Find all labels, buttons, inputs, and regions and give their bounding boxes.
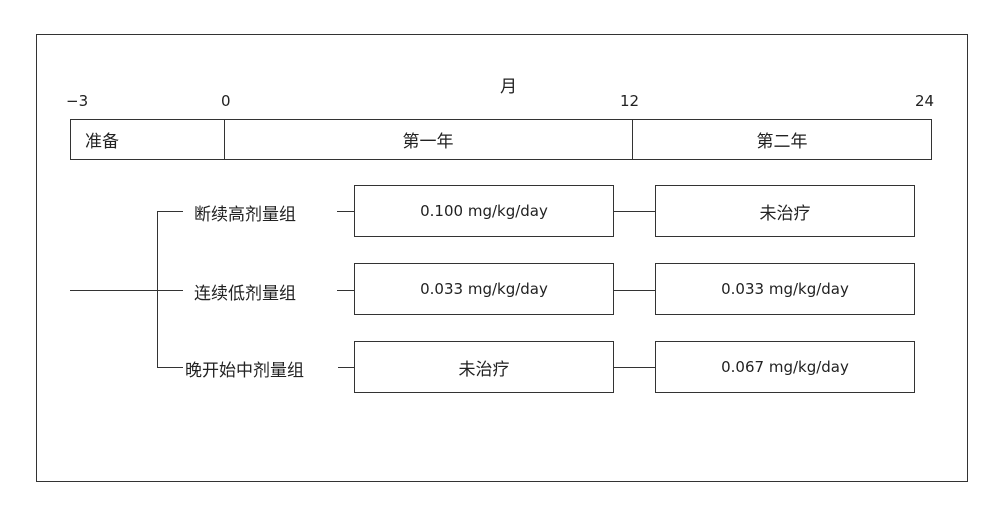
year2-dose-box-3: 0.067 mg/kg/day bbox=[655, 341, 915, 393]
year1-dose-box-3: 未治疗 bbox=[354, 341, 614, 393]
dose-text: 0.033 mg/kg/day bbox=[721, 280, 849, 298]
trunk-line bbox=[70, 290, 158, 291]
branch-line-1 bbox=[157, 211, 183, 212]
phase-preparation: 准备 bbox=[70, 119, 225, 160]
diagram-frame bbox=[36, 34, 968, 482]
dose-text: 0.033 mg/kg/day bbox=[420, 280, 548, 298]
phase-year-two: 第二年 bbox=[632, 119, 932, 160]
tick-label-zero: 0 bbox=[221, 92, 231, 110]
box-connector-3 bbox=[613, 367, 656, 368]
dose-text: 未治疗 bbox=[759, 203, 811, 224]
group-label-3: 晚开始中剂量组 bbox=[185, 361, 304, 381]
year2-dose-box-1: 未治疗 bbox=[655, 185, 915, 237]
year1-dose-box-2: 0.033 mg/kg/day bbox=[354, 263, 614, 315]
axis-unit-label: 月 bbox=[500, 77, 517, 97]
dose-text: 未治疗 bbox=[458, 359, 510, 380]
dose-text: 0.067 mg/kg/day bbox=[721, 358, 849, 376]
tick-label-twentyfour: 24 bbox=[915, 92, 935, 110]
year2-dose-box-2: 0.033 mg/kg/day bbox=[655, 263, 915, 315]
phase-label: 准备 bbox=[85, 132, 119, 152]
year1-dose-box-1: 0.100 mg/kg/day bbox=[354, 185, 614, 237]
group-label-1: 断续高剂量组 bbox=[194, 205, 296, 225]
label-connector-1 bbox=[337, 211, 355, 212]
phase-year-one: 第一年 bbox=[224, 119, 633, 160]
phase-label: 第二年 bbox=[756, 132, 808, 152]
label-connector-3 bbox=[338, 367, 355, 368]
tick-label-start: −3 bbox=[66, 92, 89, 110]
box-connector-1 bbox=[613, 211, 656, 212]
branch-line-2 bbox=[157, 290, 183, 291]
tick-label-twelve: 12 bbox=[620, 92, 640, 110]
branch-vertical-line bbox=[157, 211, 158, 368]
branch-line-3 bbox=[157, 367, 183, 368]
group-label-2: 连续低剂量组 bbox=[194, 284, 296, 304]
phase-label: 第一年 bbox=[402, 132, 454, 152]
box-connector-2 bbox=[613, 290, 656, 291]
label-connector-2 bbox=[337, 290, 355, 291]
dose-text: 0.100 mg/kg/day bbox=[420, 202, 548, 220]
